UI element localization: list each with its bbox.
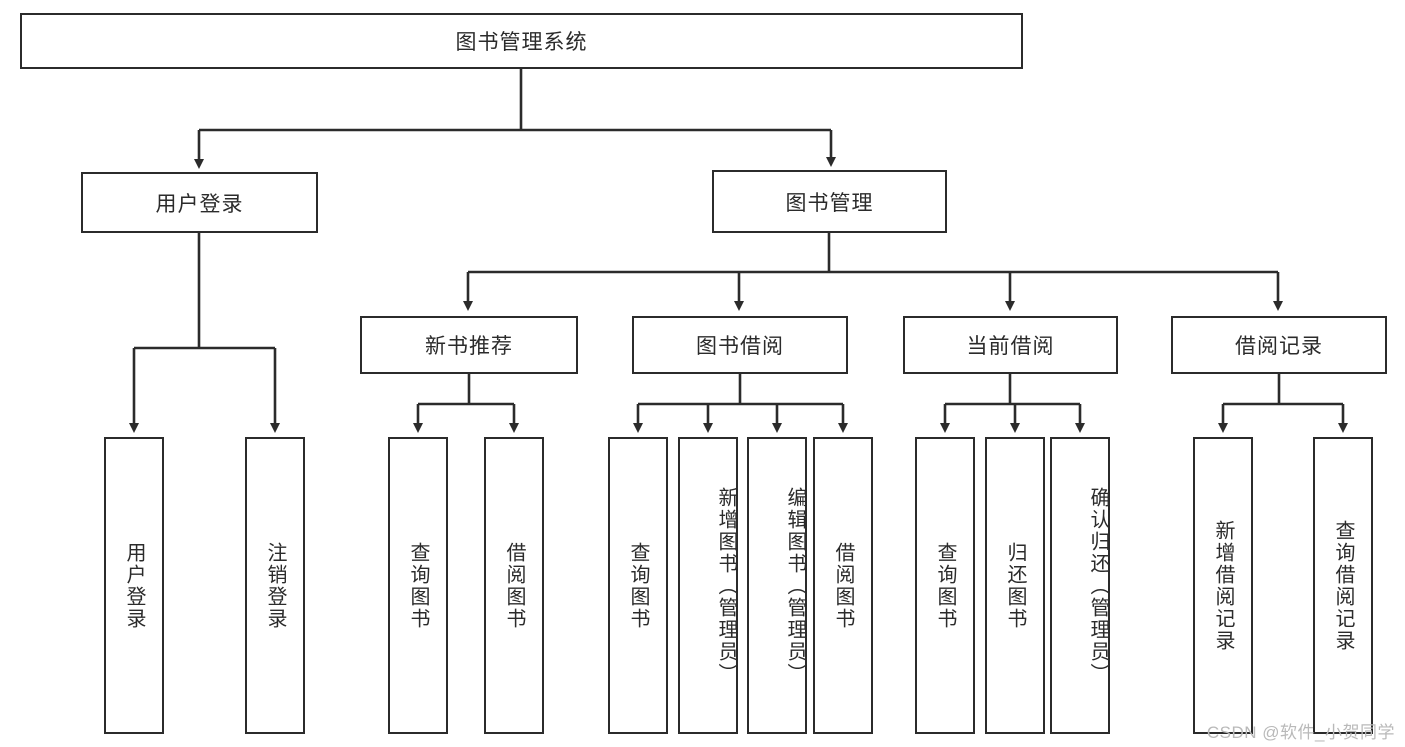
leaf-add-borrow-record-label: 新增借阅记录: [1212, 519, 1234, 652]
leaf-add-borrow-record[interactable]: 新增借阅记录: [1193, 437, 1253, 734]
node-current-borrow[interactable]: 当前借阅: [903, 316, 1118, 374]
leaf-user-login-label: 用户登录: [123, 541, 145, 630]
node-book-management[interactable]: 图书管理: [712, 170, 947, 233]
node-new-book-recommend-label: 新书推荐: [425, 335, 513, 358]
csdn-watermark: CSDN @软件_小贺同学: [1206, 723, 1395, 742]
leaf-edit-book-admin-label: 编辑图书（管理员）: [784, 486, 806, 685]
node-new-book-recommend[interactable]: 新书推荐: [360, 316, 578, 374]
leaf-query-book-borrow[interactable]: 查询图书: [608, 437, 668, 734]
node-root[interactable]: 图书管理系统: [20, 13, 1023, 69]
node-user-login-label: 用户登录: [155, 192, 244, 216]
leaf-confirm-return-admin-label: 确认归还（管理员）: [1087, 486, 1109, 685]
node-borrow-record[interactable]: 借阅记录: [1171, 316, 1387, 374]
leaf-user-login[interactable]: 用户登录: [104, 437, 164, 734]
leaf-borrow-book-label: 借阅图书: [832, 541, 854, 630]
leaf-logout-label: 注销登录: [264, 541, 286, 630]
node-current-borrow-label: 当前借阅: [966, 335, 1055, 358]
leaf-query-book-borrow-label: 查询图书: [627, 541, 649, 630]
leaf-logout[interactable]: 注销登录: [245, 437, 305, 734]
leaf-query-book-recommend-label: 查询图书: [407, 541, 429, 630]
leaf-add-book-admin[interactable]: 新增图书（管理员）: [678, 437, 738, 734]
leaf-query-book-recommend[interactable]: 查询图书: [388, 437, 448, 734]
leaf-query-borrow-record-label: 查询借阅记录: [1332, 519, 1354, 652]
node-book-management-label: 图书管理: [785, 191, 874, 215]
leaf-confirm-return-admin[interactable]: 确认归还（管理员）: [1050, 437, 1110, 734]
leaf-add-book-admin-label: 新增图书（管理员）: [715, 486, 737, 685]
leaf-return-book[interactable]: 归还图书: [985, 437, 1045, 734]
leaf-borrow-book[interactable]: 借阅图书: [813, 437, 873, 734]
leaf-query-book-current-label: 查询图书: [934, 541, 956, 630]
leaf-query-book-current[interactable]: 查询图书: [915, 437, 975, 734]
node-root-label: 图书管理系统: [455, 31, 588, 54]
leaf-borrow-book-recommend[interactable]: 借阅图书: [484, 437, 544, 734]
leaf-edit-book-admin[interactable]: 编辑图书（管理员）: [747, 437, 807, 734]
leaf-query-borrow-record[interactable]: 查询借阅记录: [1313, 437, 1373, 734]
leaf-return-book-label: 归还图书: [1004, 541, 1026, 630]
node-borrow-record-label: 借阅记录: [1235, 335, 1323, 358]
leaf-borrow-book-recommend-label: 借阅图书: [503, 541, 525, 630]
node-book-borrow-label: 图书借阅: [696, 335, 784, 358]
node-book-borrow[interactable]: 图书借阅: [632, 316, 848, 374]
node-user-login[interactable]: 用户登录: [81, 172, 318, 233]
